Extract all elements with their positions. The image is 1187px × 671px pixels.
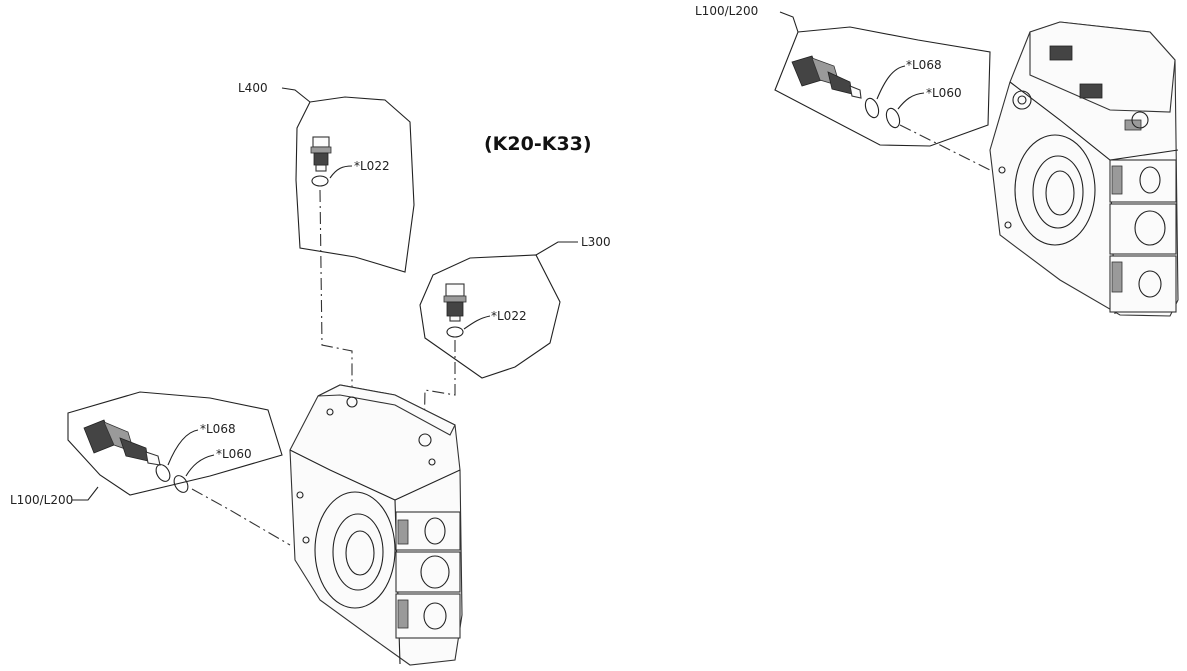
- right-l060-label: *L060: [926, 86, 962, 100]
- diagram-title: (K20-K33): [484, 133, 592, 155]
- l068-oring-part: [155, 464, 171, 482]
- l060-oring-part: [173, 475, 189, 493]
- right-l100-l200-label: L100/L200: [695, 4, 759, 18]
- l300-label: L300: [581, 235, 611, 249]
- l100-l200-leader-line: [72, 486, 99, 501]
- l400-cartridge-part: [310, 136, 332, 172]
- l100-l200-label: L100/L200: [10, 493, 74, 507]
- l300-l022-leader-line: [463, 315, 491, 330]
- right-l060-leader-line: [897, 92, 925, 110]
- right-l068-oring-part: [864, 97, 880, 119]
- l100-centerline: [191, 488, 291, 546]
- l100-l200-callout-outline: [67, 391, 283, 496]
- right-valve-body: [989, 21, 1179, 317]
- l300-callout-outline: [419, 254, 561, 379]
- l060-leader-line: [185, 454, 215, 477]
- l400-oring-part: [311, 175, 329, 187]
- l068-label: *L068: [200, 422, 236, 436]
- l060-label: *L060: [216, 447, 252, 461]
- right-centerline: [899, 124, 1001, 176]
- l400-l022-label: *L022: [354, 159, 390, 173]
- right-l068-label: *L068: [906, 58, 942, 72]
- l300-cartridge-part: [443, 283, 467, 322]
- right-l100-l200-leader-line: [779, 11, 799, 33]
- l400-label: L400: [238, 81, 268, 95]
- l100-cartridge-part: [83, 419, 161, 466]
- right-l068-leader-line: [876, 65, 906, 100]
- right-l060-oring-part: [885, 107, 901, 129]
- l300-leader-line: [535, 241, 578, 256]
- l400-leader-line: [281, 87, 311, 103]
- l068-leader-line: [167, 429, 199, 466]
- right-cartridge-part: [791, 55, 862, 99]
- l300-l022-label: *L022: [491, 309, 527, 323]
- l400-centerline: [319, 189, 353, 390]
- l300-oring-part: [446, 326, 464, 338]
- left-valve-body: [289, 384, 463, 666]
- l022-leader-line: [329, 165, 353, 179]
- right-l100-l200-callout-outline: [774, 26, 991, 147]
- l400-callout-outline: [295, 96, 415, 273]
